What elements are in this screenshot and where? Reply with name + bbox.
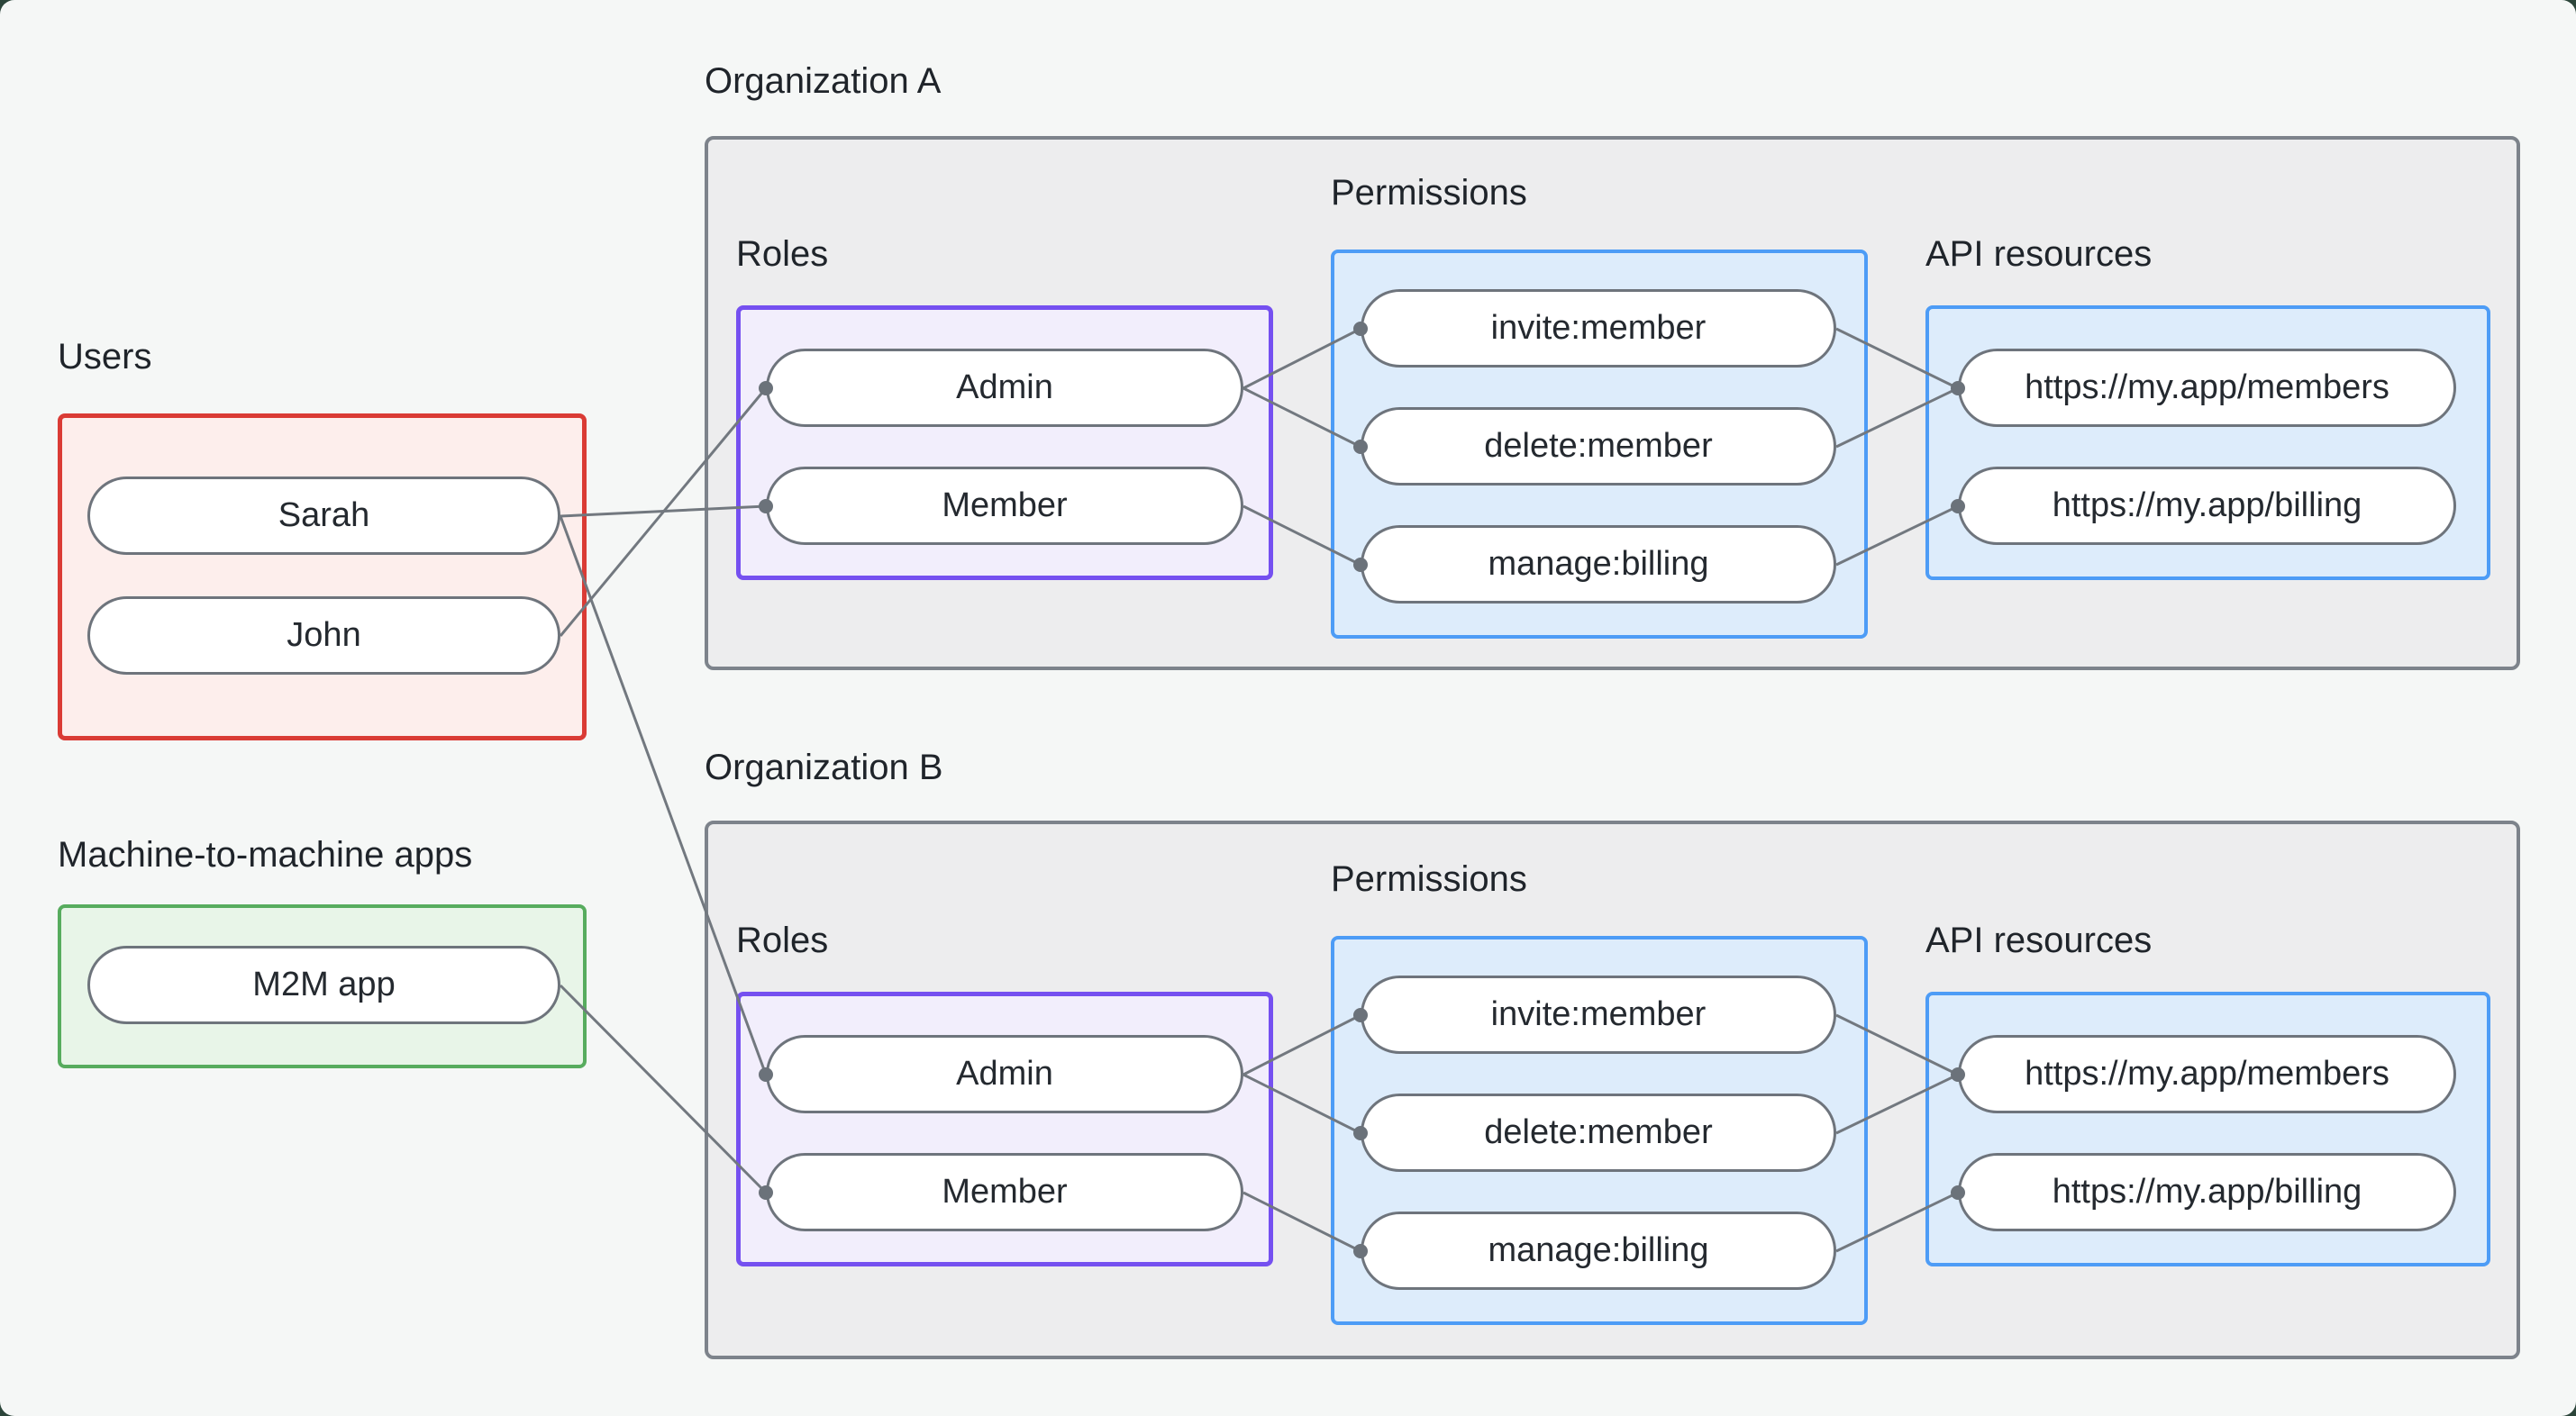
org-b-api-resources-label: API resources [1925, 921, 2153, 960]
node-m2m-app: M2M app [87, 946, 560, 1024]
node-org-b-permission-invite-member: invite:member [1361, 976, 1836, 1054]
node-org-a-permission-invite-member: invite:member [1361, 289, 1836, 368]
org-a-permissions-label: Permissions [1331, 173, 1527, 213]
users-group-box [58, 413, 587, 740]
organization-b-label: Organization B [705, 748, 943, 787]
node-user-sarah: Sarah [87, 477, 560, 555]
node-org-a-permission-delete-member: delete:member [1361, 407, 1836, 486]
node-org-b-permission-manage-billing: manage:billing [1361, 1212, 1836, 1290]
node-org-b-role-member: Member [766, 1153, 1243, 1231]
node-org-a-role-member: Member [766, 467, 1243, 545]
node-org-b-api-members: https://my.app/members [1958, 1035, 2456, 1113]
node-org-b-permission-delete-member: delete:member [1361, 1094, 1836, 1172]
node-org-a-role-admin: Admin [766, 349, 1243, 427]
org-a-api-resources-label: API resources [1925, 234, 2153, 274]
node-org-b-role-admin: Admin [766, 1035, 1243, 1113]
org-b-permissions-label: Permissions [1331, 859, 1527, 899]
node-org-a-api-billing: https://my.app/billing [1958, 467, 2456, 545]
node-org-a-permission-manage-billing: manage:billing [1361, 525, 1836, 604]
org-a-roles-label: Roles [736, 234, 829, 274]
organization-a-label: Organization A [705, 61, 942, 101]
m2m-group-label: Machine-to-machine apps [58, 835, 473, 875]
node-org-a-api-members: https://my.app/members [1958, 349, 2456, 427]
org-b-roles-label: Roles [736, 921, 829, 960]
node-user-john: John [87, 596, 560, 675]
users-group-label: Users [58, 337, 152, 377]
node-org-b-api-billing: https://my.app/billing [1958, 1153, 2456, 1231]
